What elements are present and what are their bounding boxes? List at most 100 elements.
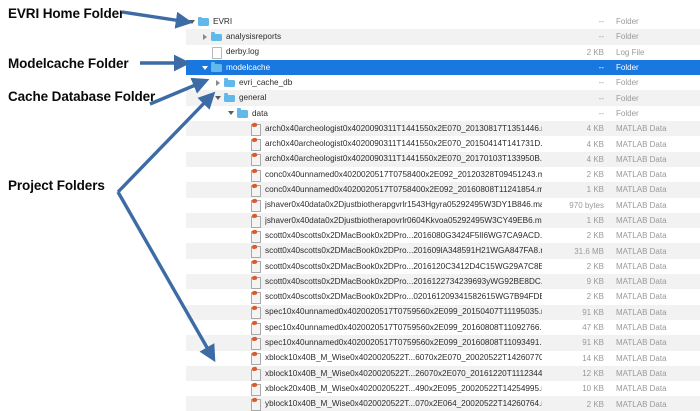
tree-row-size: 14 KB <box>582 353 604 363</box>
tree-row-name: spec10x40unnamed0x4020020517T0759560x2E0… <box>265 323 542 332</box>
tree-row[interactable]: scott0x40scotts0x2DMacBook0x2DPro...2016… <box>186 258 700 275</box>
tree-row[interactable]: scott0x40scotts0x2DMacBook0x2DPro...2016… <box>186 228 700 244</box>
tree-row[interactable]: arch0x40archeologist0x4020090311T1441550… <box>186 136 700 152</box>
tree-row-name: scott0x40scotts0x2DMacBook0x2DPro...2016… <box>265 262 542 271</box>
tree-row-name: data <box>252 109 268 118</box>
matlab-file-icon <box>249 182 262 198</box>
tree-row-name: spec10x40unnamed0x4020020517T0759560x2E0… <box>265 307 542 317</box>
tree-row-size: 91 KB <box>582 307 604 317</box>
tree-row-kind: MATLAB Data <box>616 231 667 241</box>
tree-row-label-group: arch0x40archeologist0x4020090311T1441550… <box>186 152 542 167</box>
tree-row-label-group: yblock10x40B_M_Wise0x4020020522T...070x2… <box>186 397 542 411</box>
tree-row[interactable]: xblock10x40B_M_Wise0x4020020522T...6070x… <box>186 350 700 366</box>
tree-row[interactable]: EVRI--Folder <box>186 14 700 30</box>
tree-row-kind: MATLAB Data <box>616 261 667 271</box>
matlab-file-icon <box>249 198 262 213</box>
tree-row-label-group: jshaver0x40data0x2Djustbiotherapgvrlr154… <box>186 198 542 213</box>
tree-row-name: scott0x40scotts0x2DMacBook0x2DPro...2016… <box>265 246 542 256</box>
tree-row-size: 4 KB <box>586 139 604 149</box>
tree-row-name: arch0x40archeologist0x4020090311T1441550… <box>265 154 542 164</box>
tree-row[interactable]: scott0x40scotts0x2DMacBook0x2DPro...0201… <box>186 289 700 305</box>
tree-row[interactable]: scott0x40scotts0x2DMacBook0x2DPro...2016… <box>186 274 700 290</box>
folder-icon <box>197 14 210 29</box>
tree-row-name: general <box>239 93 267 103</box>
tree-row[interactable]: arch0x40archeologist0x4020090311T1441550… <box>186 121 700 137</box>
tree-row[interactable]: arch0x40archeologist0x4020090311T1441550… <box>186 151 700 167</box>
tree-row-kind: MATLAB Data <box>616 399 667 409</box>
chevron-down-icon[interactable] <box>212 96 223 101</box>
tree-row-label-group: evri_cache_db <box>186 75 542 90</box>
tree-row[interactable]: xblock10x40B_M_Wise0x4020020522T...26070… <box>186 365 700 382</box>
tree-row-label-group: general <box>186 91 542 106</box>
tree-row-size: -- <box>598 17 604 27</box>
folder-icon <box>236 106 249 121</box>
tree-row-name: conc0x40unnamed0x4020020517T0758400x2E09… <box>265 185 542 195</box>
tree-row-size: 9 KB <box>586 277 604 287</box>
tree-row[interactable]: conc0x40unnamed0x4020020517T0758400x2E09… <box>186 182 700 198</box>
tree-row-name: jshaver0x40data0x2Djustbiotherapovrlr060… <box>265 216 542 225</box>
tree-row-kind: MATLAB Data <box>616 170 667 180</box>
tree-row-label-group: scott0x40scotts0x2DMacBook0x2DPro...2016… <box>186 259 542 274</box>
tree-row-size: 2 KB <box>586 292 604 302</box>
tree-row[interactable]: jshaver0x40data0x2Djustbiotherapgvrlr154… <box>186 197 700 213</box>
tree-row-label-group: xblock10x40B_M_Wise0x4020020522T...26070… <box>186 366 542 381</box>
matlab-file-icon <box>249 351 262 366</box>
tree-row[interactable]: yblock10x40B_M_Wise0x4020020522T...070x2… <box>186 396 700 411</box>
tree-row[interactable]: scott0x40scotts0x2DMacBook0x2DPro...2016… <box>186 243 700 259</box>
matlab-file-icon <box>249 289 262 305</box>
tree-row-label-group: spec10x40unnamed0x4020020517T0759560x2E0… <box>186 305 542 320</box>
tree-row[interactable]: modelcache--Folder <box>186 59 700 76</box>
tree-row[interactable]: analysisreports--Folder <box>186 29 700 45</box>
tree-row[interactable]: xblock20x40B_M_Wise0x4020020522T...490x2… <box>186 381 700 397</box>
tree-row-size: 12 KB <box>582 368 604 378</box>
tree-row-size: 970 bytes <box>569 200 604 210</box>
tree-row-label-group: jshaver0x40data0x2Djustbiotherapovrlr060… <box>186 213 542 228</box>
tree-row-size: 2 KB <box>586 261 604 271</box>
tree-row-size: 91 KB <box>582 338 604 348</box>
tree-row[interactable]: jshaver0x40data0x2Djustbiotherapovrlr060… <box>186 212 700 229</box>
chevron-right-icon[interactable] <box>212 79 223 86</box>
folder-icon <box>210 29 223 44</box>
tree-row-size: -- <box>598 78 604 88</box>
matlab-file-icon <box>249 381 262 396</box>
tree-row[interactable]: spec10x40unnamed0x4020020517T0759560x2E0… <box>186 335 700 351</box>
tree-row-name: derby.log <box>226 47 260 57</box>
tree-row-kind: MATLAB Data <box>616 307 667 317</box>
tree-row-label-group: arch0x40archeologist0x4020090311T1441550… <box>186 121 542 136</box>
tree-row-label-group: derby.log <box>186 45 542 60</box>
matlab-file-icon <box>249 121 262 136</box>
matlab-file-icon <box>249 274 262 289</box>
tree-row[interactable]: conc0x40unnamed0x4020020517T0758400x2E09… <box>186 166 700 183</box>
tree-row-size: 4 KB <box>586 154 604 164</box>
matlab-file-icon <box>249 213 262 228</box>
tree-row-kind: MATLAB Data <box>616 323 667 333</box>
tree-row[interactable]: general--Folder <box>186 90 700 106</box>
tree-row[interactable]: spec10x40unnamed0x4020020517T0759560x2E0… <box>186 319 700 336</box>
chevron-down-icon[interactable] <box>186 19 197 24</box>
tree-row-label-group: xblock20x40B_M_Wise0x4020020522T...490x2… <box>186 381 542 396</box>
tree-row-kind: MATLAB Data <box>616 154 667 164</box>
chevron-down-icon[interactable] <box>199 65 210 70</box>
tree-row-size: 1 KB <box>586 216 604 225</box>
tree-row[interactable]: data--Folder <box>186 105 700 122</box>
tree-row-kind: MATLAB Data <box>616 338 667 348</box>
annotation-label-modelcache-folder: Modelcache Folder <box>8 56 129 71</box>
tree-row-name: xblock10x40B_M_Wise0x4020020522T...26070… <box>265 369 542 378</box>
tree-row-kind: MATLAB Data <box>616 277 667 287</box>
tree-row-label-group: modelcache <box>186 60 542 75</box>
tree-row-label-group: analysisreports <box>186 29 542 44</box>
matlab-file-icon <box>249 152 262 167</box>
tree-row-label-group: scott0x40scotts0x2DMacBook0x2DPro...0201… <box>186 289 542 305</box>
tree-row-kind: MATLAB Data <box>616 185 667 195</box>
matlab-file-icon <box>249 228 262 243</box>
tree-row[interactable]: evri_cache_db--Folder <box>186 75 700 91</box>
chevron-down-icon[interactable] <box>225 111 236 116</box>
tree-row-label-group: scott0x40scotts0x2DMacBook0x2DPro...2016… <box>186 244 542 259</box>
tree-row[interactable]: spec10x40unnamed0x4020020517T0759560x2E0… <box>186 304 700 320</box>
tree-row-label-group: conc0x40unnamed0x4020020517T0758400x2E09… <box>186 182 542 198</box>
tree-row-kind: Folder <box>616 93 639 103</box>
chevron-right-icon[interactable] <box>199 33 210 40</box>
folder-icon <box>210 60 223 75</box>
